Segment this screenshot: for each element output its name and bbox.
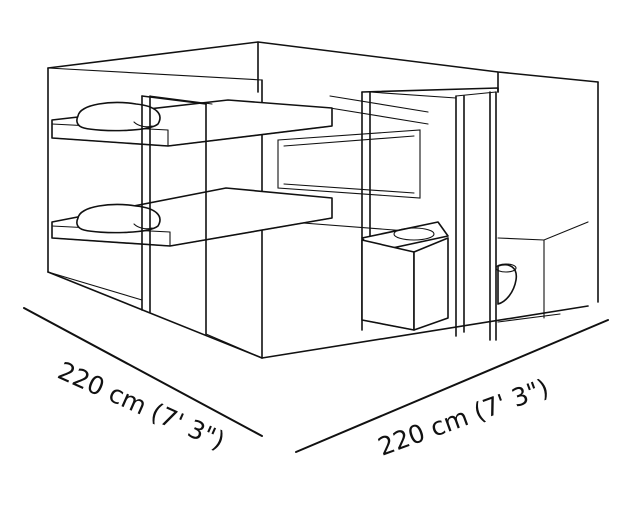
lower-bunk xyxy=(51,187,333,247)
shower-frame xyxy=(455,91,497,341)
washbasin-cabinet xyxy=(361,221,449,331)
right-dimension-label: 220 cm (7' 3") xyxy=(374,373,552,462)
upper-bunk xyxy=(51,99,333,147)
dimension-lines xyxy=(23,307,609,453)
toilet-area xyxy=(495,221,589,323)
right-dimension-line xyxy=(295,319,609,453)
window xyxy=(277,95,429,199)
left-dimension-line xyxy=(23,307,263,437)
bunk-frame xyxy=(47,95,263,359)
